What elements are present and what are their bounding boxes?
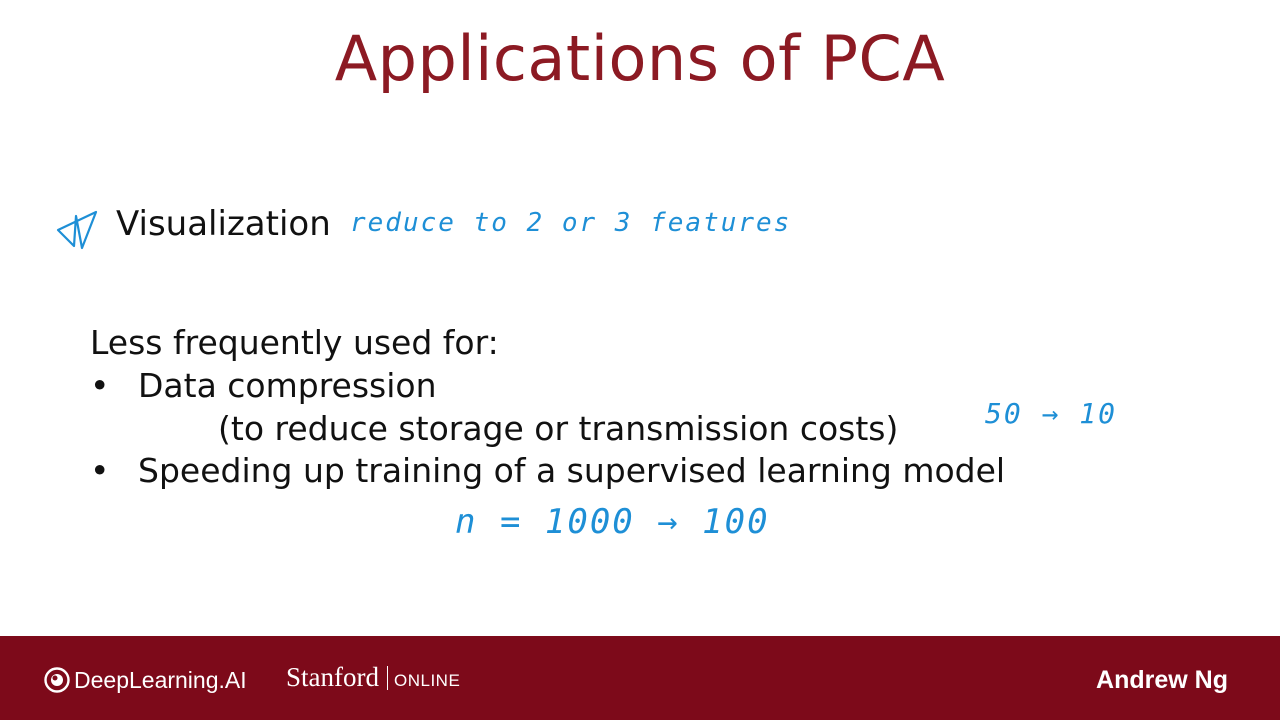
author-name: Andrew Ng <box>1096 666 1228 694</box>
bullet-marker: • <box>90 451 110 490</box>
online-logo-text: ONLINE <box>393 671 461 690</box>
bullet-data-compression: Data compression <box>138 366 437 405</box>
star-icon <box>56 210 98 250</box>
speedup-note: n = 1000 → 100 <box>455 502 770 542</box>
visualization-label: Visualization <box>116 204 331 244</box>
stanford-online-logo: Stanford ONLINE <box>286 662 460 693</box>
visualization-note: reduce to 2 or 3 features <box>350 208 792 238</box>
deeplearning-logo-icon <box>44 667 70 693</box>
slide: Applications of PCA Visualization reduce… <box>56 22 1118 542</box>
bullet-data-compression-detail: (to reduce storage or transmission costs… <box>218 409 899 448</box>
compression-note: 50 → 10 <box>985 397 1118 430</box>
slide-title: Applications of PCA <box>334 22 946 95</box>
bullet-marker: • <box>90 366 110 405</box>
deeplearning-logo-text: DeepLearning.AI <box>74 666 247 693</box>
bullet-speeding-up-training: Speeding up training of a supervised lea… <box>138 451 1006 490</box>
stanford-logo-text: Stanford <box>286 662 379 692</box>
less-frequent-heading: Less frequently used for: <box>90 323 499 362</box>
deeplearning-logo: DeepLearning.AI <box>44 666 247 694</box>
logo-divider <box>386 665 388 690</box>
footer-bar: DeepLearning.AI Stanford ONLINE Andrew N… <box>0 636 1280 720</box>
